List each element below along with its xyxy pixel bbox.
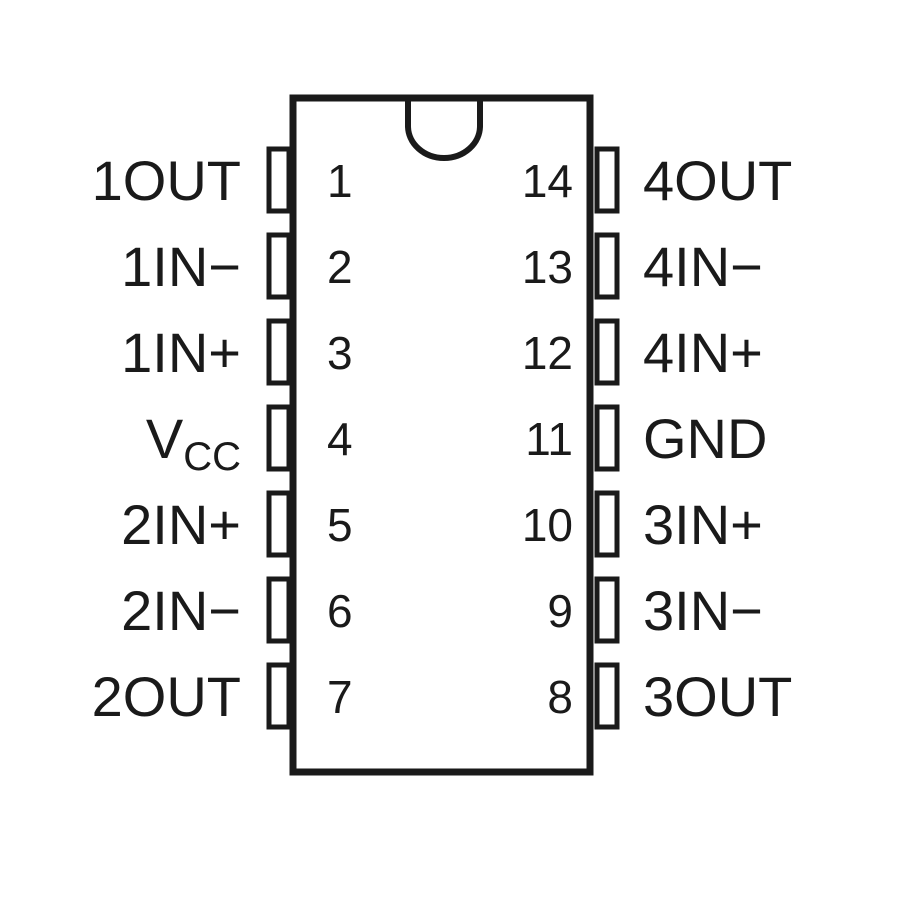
pin-label-text-11: GND: [643, 407, 767, 470]
pin-number-5: 5: [327, 499, 353, 551]
pin-number-13: 13: [522, 241, 573, 293]
pin-number-9: 9: [547, 585, 573, 637]
pin-label-5: 2IN+: [121, 493, 241, 556]
pin-label-text-14: 4OUT: [643, 149, 792, 212]
pin-number-12: 12: [522, 327, 573, 379]
pin-number-3: 3: [327, 327, 353, 379]
right-pin-lead-10: [594, 490, 620, 558]
pin-label-13: 4IN−: [643, 235, 763, 298]
chip-body: [289, 94, 594, 776]
left-pin-lead-5: [266, 490, 292, 558]
pin-label-2: 1IN−: [121, 235, 241, 298]
pin-label-text-4: V: [146, 407, 184, 470]
pin-number-14: 14: [522, 155, 573, 207]
pin-number-10: 10: [522, 499, 573, 551]
left-pin-lead-6: [266, 576, 292, 644]
right-pin-lead-9: [594, 576, 620, 644]
pin-label-subscript-4: CC: [183, 435, 241, 479]
left-pin-lead-2: [266, 232, 292, 300]
pin-label-text-1: 1OUT: [92, 149, 241, 212]
pin-label-text-9: 3IN−: [643, 579, 763, 642]
right-pin-lead-13: [594, 232, 620, 300]
pin-label-text-7: 2OUT: [92, 665, 241, 728]
pin-number-6: 6: [327, 585, 353, 637]
pin-label-11: GND: [643, 407, 767, 470]
pin-label-12: 4IN+: [643, 321, 763, 384]
pin-number-1: 1: [327, 155, 353, 207]
pin-number-4: 4: [327, 413, 353, 465]
orientation-notch: [405, 98, 483, 161]
pin-label-9: 3IN−: [643, 579, 763, 642]
pin-label-text-10: 3IN+: [643, 493, 763, 556]
right-pin-lead-12: [594, 318, 620, 386]
pin-label-text-3: 1IN+: [121, 321, 241, 384]
pin-label-1: 1OUT: [92, 149, 241, 212]
left-pin-lead-3: [266, 318, 292, 386]
pin-label-text-2: 1IN−: [121, 235, 241, 298]
pin-label-8: 3OUT: [643, 665, 792, 728]
pin-label-4: VCC: [146, 407, 241, 479]
left-pin-lead-1: [266, 146, 292, 214]
left-pin-lead-7: [266, 662, 292, 730]
pin-label-text-13: 4IN−: [643, 235, 763, 298]
pin-label-text-8: 3OUT: [643, 665, 792, 728]
pin-number-7: 7: [327, 671, 353, 723]
pins-group: 1 1OUT 2 1IN− 3 1IN+ 4 VCC 5 2IN+ 6 2IN− 7 2OUT 14 4OUT…: [92, 146, 792, 730]
pin-label-text-6: 2IN−: [121, 579, 241, 642]
pin-label-text-12: 4IN+: [643, 321, 763, 384]
pin-label-6: 2IN−: [121, 579, 241, 642]
right-pin-lead-8: [594, 662, 620, 730]
pin-label-3: 1IN+: [121, 321, 241, 384]
pin-label-10: 3IN+: [643, 493, 763, 556]
pin-number-2: 2: [327, 241, 353, 293]
pin-number-8: 8: [547, 671, 573, 723]
right-pin-lead-14: [594, 146, 620, 214]
pin-label-14: 4OUT: [643, 149, 792, 212]
pin-label-7: 2OUT: [92, 665, 241, 728]
right-pin-lead-11: [594, 404, 620, 472]
pin-label-text-5: 2IN+: [121, 493, 241, 556]
left-pin-lead-4: [266, 404, 292, 472]
pin-number-11: 11: [525, 413, 573, 465]
